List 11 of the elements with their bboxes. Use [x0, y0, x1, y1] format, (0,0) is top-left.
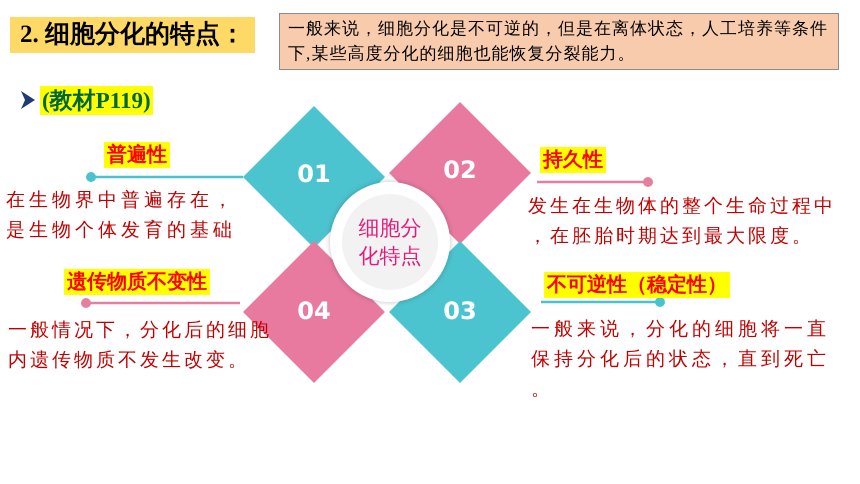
feature-description: 一般情况下，分化后的细胞内遗传物质不发生改变。: [8, 319, 273, 373]
feature-heading: 普遍性: [104, 142, 170, 168]
feature-heading: 不可逆性（稳定性）: [544, 272, 730, 298]
reference-label: (教材P119): [40, 86, 153, 115]
feature-heading: 遗传物质不变性: [64, 269, 210, 295]
feature-description: 发生在生物体的整个生命过程中，在胚胎时期达到最大限度。: [528, 195, 837, 249]
feature-heading: 持久性: [540, 147, 606, 173]
title: 2. 细胞分化的特点：: [10, 17, 255, 53]
feature-description: 一般来说，分化的细胞将一直保持分化后的状态，直到死亡。: [531, 318, 831, 402]
note-box: 一般来说，细胞分化是不可逆的，但是在离体状态，人工培养等条件下,某些高度分化的细胞也能恢复分裂能力。: [279, 13, 839, 70]
feature-description: 在生物界中普遍存在，是生物个体发育的基础: [6, 188, 237, 243]
